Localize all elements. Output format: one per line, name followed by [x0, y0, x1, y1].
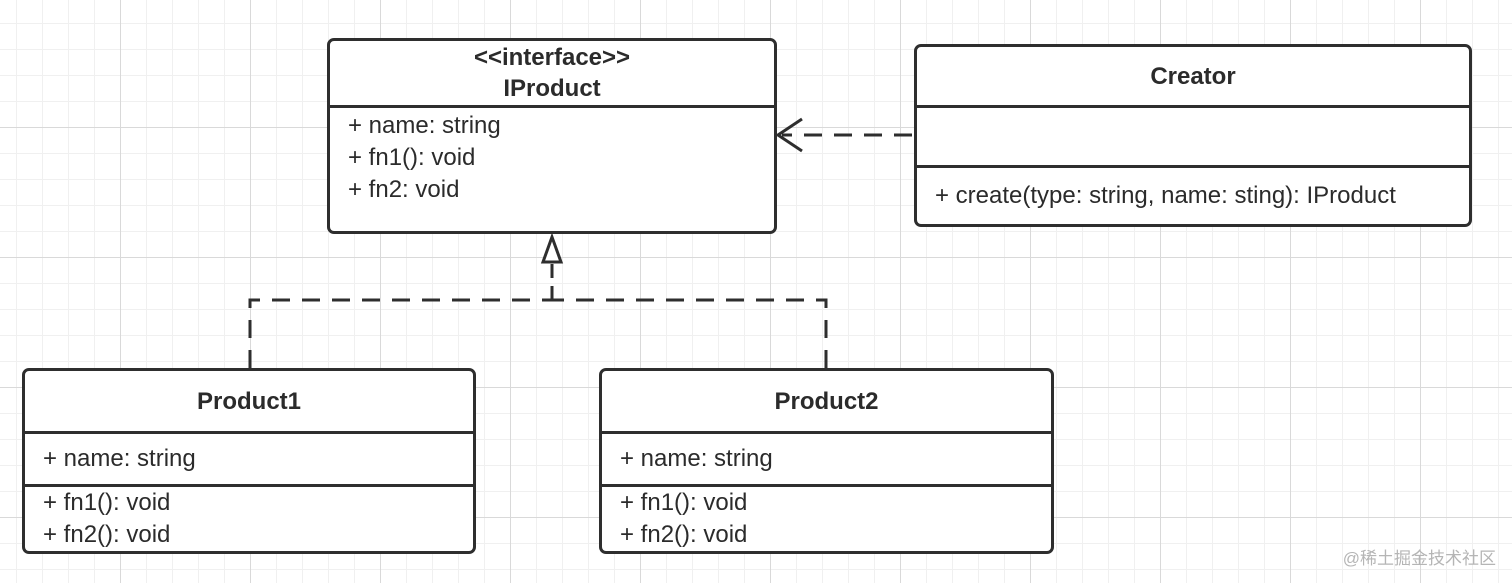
dependency-arrowhead	[775, 117, 803, 153]
product2-name: Product2	[774, 387, 879, 415]
product1-header: Product1	[25, 371, 473, 431]
product1-class[interactable]: Product1 + name: string + fn1(): void + …	[22, 368, 476, 554]
creator-methods: + create(type: string, name: sting): IPr…	[917, 165, 1469, 224]
iproduct-attribute: + fn2: void	[348, 176, 460, 203]
product2-class[interactable]: Product2 + name: string + fn1(): void + …	[599, 368, 1054, 554]
iproduct-stereotype: <<interface>>	[473, 44, 631, 71]
product2-attributes: + name: string	[602, 431, 1051, 484]
product2-header: Product2	[602, 371, 1051, 431]
realization-line-product1	[248, 298, 552, 368]
creator-attributes	[917, 105, 1469, 165]
product2-method: + fn2(): void	[620, 521, 748, 548]
creator-name: Creator	[1150, 62, 1236, 90]
product1-name: Product1	[196, 387, 301, 415]
creator-method: + create(type: string, name: sting): IPr…	[935, 182, 1396, 209]
creator-header: Creator	[917, 47, 1469, 105]
iproduct-attributes: + name: string + fn1(): void + fn2: void	[330, 105, 774, 231]
product1-methods: + fn1(): void + fn2(): void	[25, 484, 473, 551]
iproduct-class[interactable]: <<interface>> IProduct + name: string + …	[327, 38, 777, 234]
realization-arrowhead	[540, 232, 564, 264]
product2-attribute: + name: string	[620, 445, 773, 472]
creator-class[interactable]: Creator + create(type: string, name: sti…	[914, 44, 1472, 227]
product2-method: + fn1(): void	[620, 489, 748, 516]
realization-line-product2	[552, 298, 828, 368]
iproduct-header: <<interface>> IProduct	[330, 41, 774, 105]
product2-methods: + fn1(): void + fn2(): void	[602, 484, 1051, 551]
product1-attribute: + name: string	[43, 445, 196, 472]
product1-method: + fn2(): void	[43, 521, 171, 548]
iproduct-name: IProduct	[503, 75, 601, 102]
iproduct-attribute: + fn1(): void	[348, 144, 476, 171]
product1-method: + fn1(): void	[43, 489, 171, 516]
watermark: @稀土掘金技术社区	[1342, 549, 1496, 568]
product1-attributes: + name: string	[25, 431, 473, 484]
iproduct-attribute: + name: string	[348, 112, 501, 139]
